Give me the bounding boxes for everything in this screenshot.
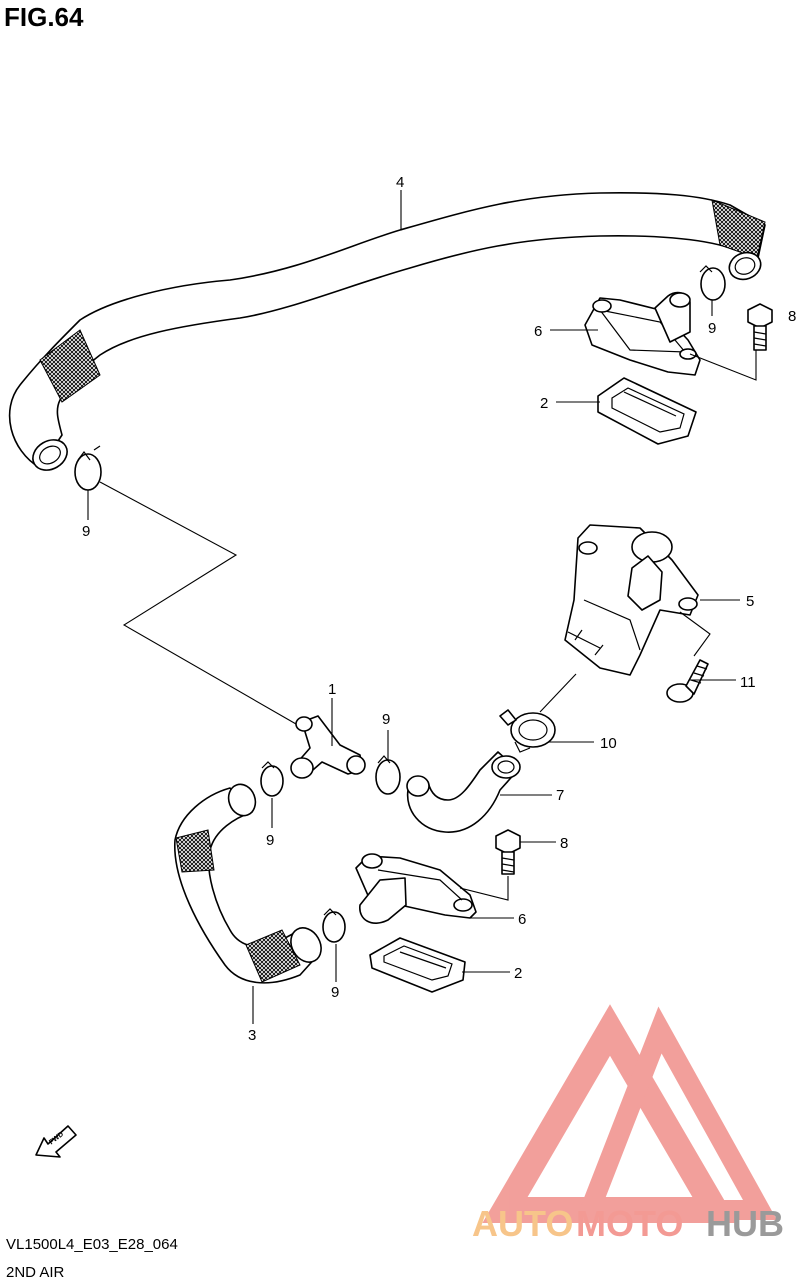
callout-4: 4	[396, 174, 404, 191]
watermark-wordmark: AUTO MOTO HUB	[472, 1203, 784, 1244]
figure-title: FIG.64	[4, 2, 84, 32]
callout-5: 5	[746, 593, 754, 610]
screw-11	[666, 659, 709, 703]
hose-7	[406, 751, 521, 833]
clamp-9-middle	[375, 755, 401, 795]
figure-caption: 2ND AIR	[6, 1264, 65, 1281]
watermark-hub: HUB	[706, 1203, 784, 1244]
callout-8-bottom: 8	[560, 835, 568, 852]
callout-10: 10	[600, 735, 617, 752]
callout-2-bottom: 2	[514, 965, 522, 982]
gasket-2-bottom	[369, 937, 466, 993]
callout-2-top: 2	[540, 395, 548, 412]
callout-9-middle: 9	[382, 711, 390, 728]
callout-9-lowleft: 9	[266, 832, 274, 849]
hose-4	[8, 192, 766, 471]
callout-6-bottom: 6	[518, 911, 526, 928]
fwd-direction-arrow: FWD	[35, 1125, 77, 1158]
watermark-moto: MOTO	[576, 1203, 683, 1244]
bolt-8-top	[747, 303, 773, 351]
reed-valve-cover-6-top	[584, 291, 701, 376]
clamp-9-lowleft	[260, 761, 284, 797]
leader-lines	[87, 190, 757, 1024]
callout-9-left: 9	[82, 523, 90, 540]
callout-11: 11	[740, 674, 756, 691]
callout-7: 7	[556, 787, 564, 804]
t-joint-1	[290, 715, 366, 779]
clamp-9-left	[74, 445, 102, 491]
callout-labels: 4 6 2 9 8 9 5 11 1 9 10 7 9 8 6 2 9 3	[82, 174, 796, 1044]
watermark-logo	[482, 1004, 777, 1223]
hose-clamp-10	[499, 709, 556, 753]
pair-control-valve-5	[564, 524, 699, 676]
callout-9-lowcenter: 9	[331, 984, 339, 1001]
drawing-code: VL1500L4_E03_E28_064	[6, 1236, 178, 1253]
callout-1: 1	[328, 681, 336, 698]
callout-3: 3	[248, 1027, 256, 1044]
callout-6-top: 6	[534, 323, 542, 340]
watermark-auto: AUTO	[472, 1203, 573, 1244]
hose-3	[174, 783, 322, 984]
callout-9-topright: 9	[708, 320, 716, 337]
callout-8-top: 8	[788, 308, 796, 325]
clamp-9-topright	[699, 265, 726, 301]
clamp-9-lowcenter	[322, 908, 346, 943]
gasket-2-top	[597, 377, 697, 445]
bolt-8-bottom	[495, 829, 521, 875]
reed-valve-cover-6-bottom	[355, 853, 477, 924]
